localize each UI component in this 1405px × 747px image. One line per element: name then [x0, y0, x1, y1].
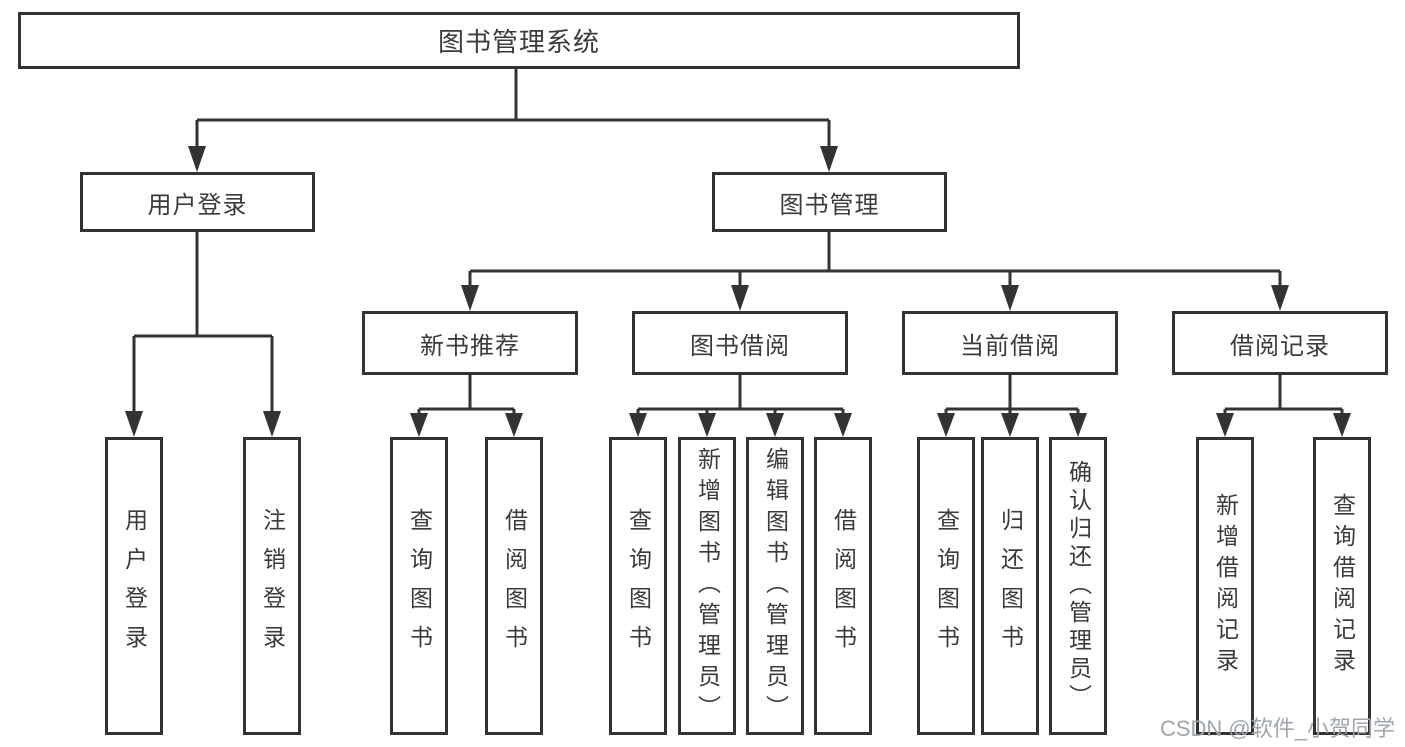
node-leaf-query-borrow-record: 查询借阅记录: [1313, 437, 1371, 735]
node-label: 借阅图书: [830, 508, 857, 664]
node-leaf-query-book-2: 查询图书: [609, 437, 667, 735]
csdn-watermark: CSDN @软件_小贺同学: [1159, 716, 1395, 741]
node-label: 图书管理系统: [437, 27, 600, 57]
node-label: 图书借阅: [690, 332, 790, 360]
node-label: 用户登录: [147, 191, 248, 219]
node-leaf-add-book-admin: 新增图书（管理员）: [678, 437, 736, 735]
node-label: 查询图书: [933, 508, 960, 664]
connector-borrow-split: [636, 375, 845, 414]
arrow-head: [1001, 285, 1019, 311]
arrow-head: [1216, 413, 1234, 437]
arrow-head: [698, 413, 716, 437]
node-leaf-query-book-3: 查询图书: [917, 437, 975, 735]
node-label: 确认归还（管理员）: [1065, 460, 1092, 712]
node-label: 用户登录: [121, 508, 148, 664]
arrow-head: [834, 413, 852, 437]
arrow-head: [1069, 413, 1087, 437]
arrow-head: [820, 146, 838, 172]
node-label: 查询借阅记录: [1329, 493, 1356, 679]
node-leaf-borrow-book-1: 借阅图书: [485, 437, 543, 735]
arrow-head: [1271, 285, 1289, 311]
node-label: 新书推荐: [420, 332, 520, 360]
node-borrow-record: 借阅记录: [1172, 311, 1388, 375]
node-user-login-branch: 用户登录: [80, 172, 315, 232]
node-label: 查询图书: [625, 508, 652, 664]
node-leaf-logout: 注销登录: [243, 437, 301, 735]
node-leaf-borrow-book-2: 借阅图书: [814, 437, 872, 735]
node-label: 借阅记录: [1230, 332, 1330, 360]
arrow-head: [1333, 413, 1351, 437]
connector-book-split: [468, 232, 1282, 286]
node-label: 借阅图书: [501, 508, 528, 664]
arrow-head: [629, 413, 647, 437]
connector-record-split: [1223, 375, 1344, 414]
arrow-head: [937, 413, 955, 437]
arrow-head: [1001, 413, 1019, 437]
node-label: 归还图书: [997, 508, 1024, 664]
node-leaf-add-borrow-record: 新增借阅记录: [1196, 437, 1254, 735]
connector-root-split: [195, 69, 831, 148]
arrow-head: [461, 285, 479, 311]
node-leaf-return-book: 归还图书: [981, 437, 1039, 735]
arrow-head: [125, 411, 143, 437]
node-leaf-edit-book-admin: 编辑图书（管理员）: [746, 437, 804, 735]
arrow-head: [410, 413, 428, 437]
arrow-head: [766, 413, 784, 437]
node-label: 编辑图书（管理员）: [762, 446, 789, 726]
node-leaf-query-book-1: 查询图书: [390, 437, 448, 735]
arrow-head: [263, 411, 281, 437]
node-leaf-confirm-return-admin: 确认归还（管理员）: [1049, 437, 1107, 735]
node-label: 新增图书（管理员）: [694, 446, 721, 726]
connector-newbook-split: [417, 375, 516, 414]
node-root-system: 图书管理系统: [18, 12, 1020, 69]
connector-current-split: [944, 375, 1080, 414]
node-label: 新增借阅记录: [1212, 493, 1239, 679]
node-book-borrow: 图书借阅: [632, 311, 848, 375]
node-label: 查询图书: [406, 508, 433, 664]
node-new-book-recommend: 新书推荐: [362, 311, 578, 375]
connector-user-branch: [132, 232, 274, 412]
arrow-head: [731, 285, 749, 311]
node-leaf-user-login: 用户登录: [105, 437, 163, 735]
arrow-head: [505, 413, 523, 437]
node-label: 注销登录: [259, 508, 286, 664]
node-label: 图书管理: [779, 191, 880, 219]
node-book-management-branch: 图书管理: [712, 172, 947, 232]
node-current-borrow: 当前借阅: [902, 311, 1118, 375]
arrow-head: [188, 146, 206, 172]
node-label: 当前借阅: [960, 332, 1060, 360]
